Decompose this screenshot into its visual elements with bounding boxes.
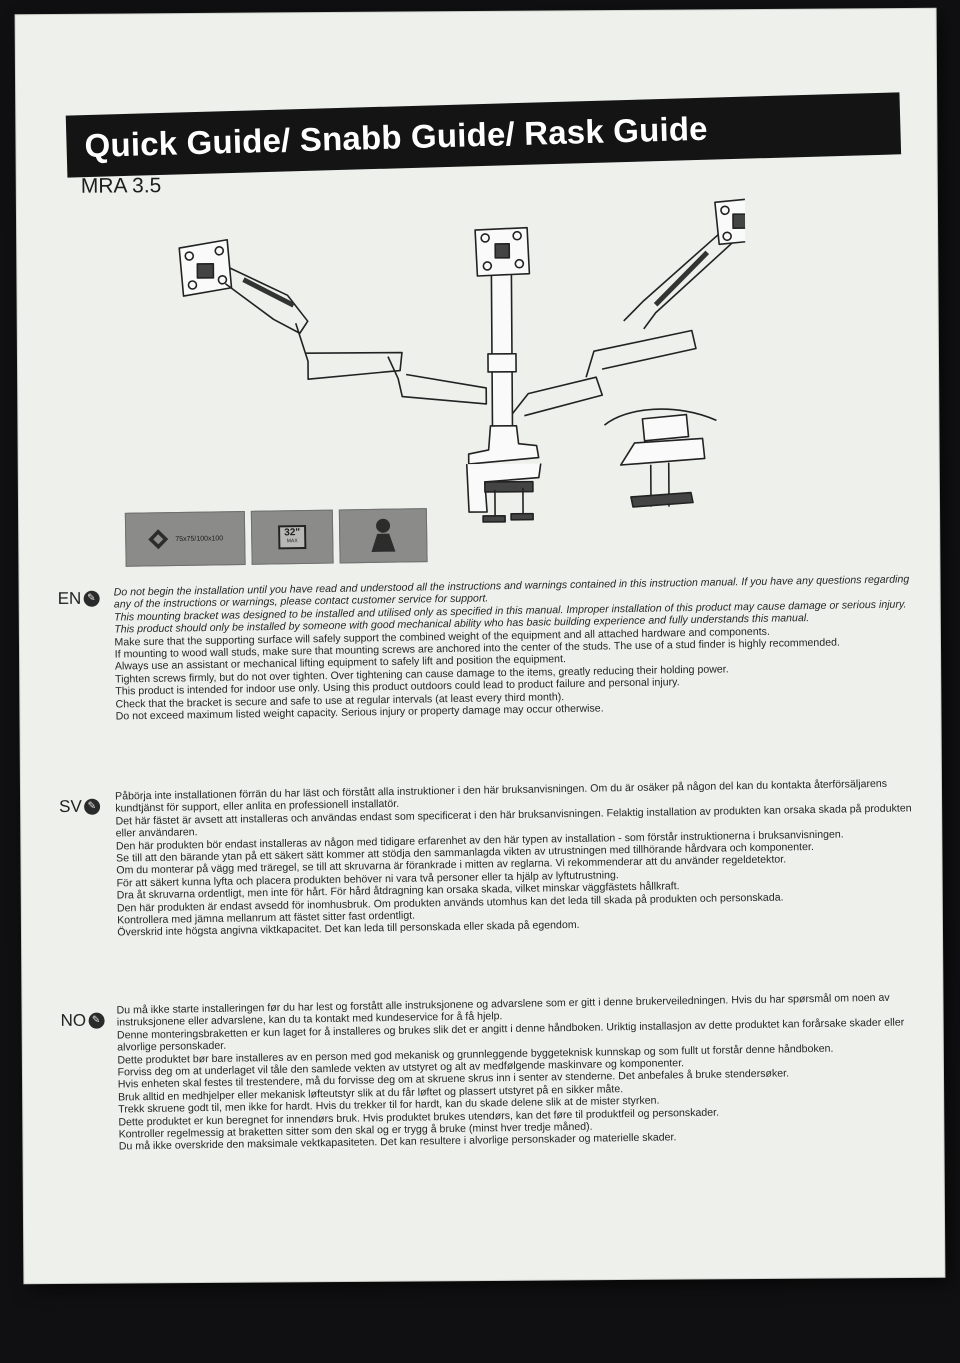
lang-code-en: EN <box>57 588 82 608</box>
screen-size-spec: 32" MAX <box>250 509 334 565</box>
hand-info-icon: ✎ <box>83 590 100 607</box>
monitor-arm-illustration <box>178 197 748 523</box>
hand-info-icon: ✎ <box>83 798 100 815</box>
section-no: Du må ikke starte installeringen før du … <box>116 991 918 1153</box>
hand-info-icon: ✎ <box>88 1012 105 1029</box>
spec-icons-row: 75x75/100x100 32" MAX <box>124 508 436 569</box>
screen-size-note: MAX <box>286 538 298 545</box>
lang-label-no: NO ✎ <box>61 1011 105 1031</box>
vesa-icon <box>148 529 169 550</box>
instruction-sheet: Quick Guide/ Snabb Guide/ Rask Guide MRA… <box>15 8 945 1284</box>
section-en: Do not begin the installation until you … <box>114 573 916 723</box>
lang-code-sv: SV <box>59 796 82 816</box>
screen-size-label: 32" <box>284 527 301 539</box>
lang-code-no: NO <box>60 1010 87 1030</box>
monitor-icon: 32" MAX <box>278 524 307 550</box>
lang-label-sv: SV ✎ <box>59 797 100 817</box>
section-sv: Påbörja inte installationen förrän du ha… <box>115 777 917 939</box>
page-title: Quick Guide/ Snabb Guide/ Rask Guide <box>65 92 902 178</box>
weight-icon <box>371 518 396 552</box>
lang-label-en: EN ✎ <box>58 589 100 609</box>
model-number: MRA 3.5 <box>80 174 162 198</box>
weight-spec <box>338 508 428 564</box>
vesa-label: 75x75/100x100 <box>175 534 224 543</box>
vesa-spec: 75x75/100x100 <box>124 510 246 567</box>
